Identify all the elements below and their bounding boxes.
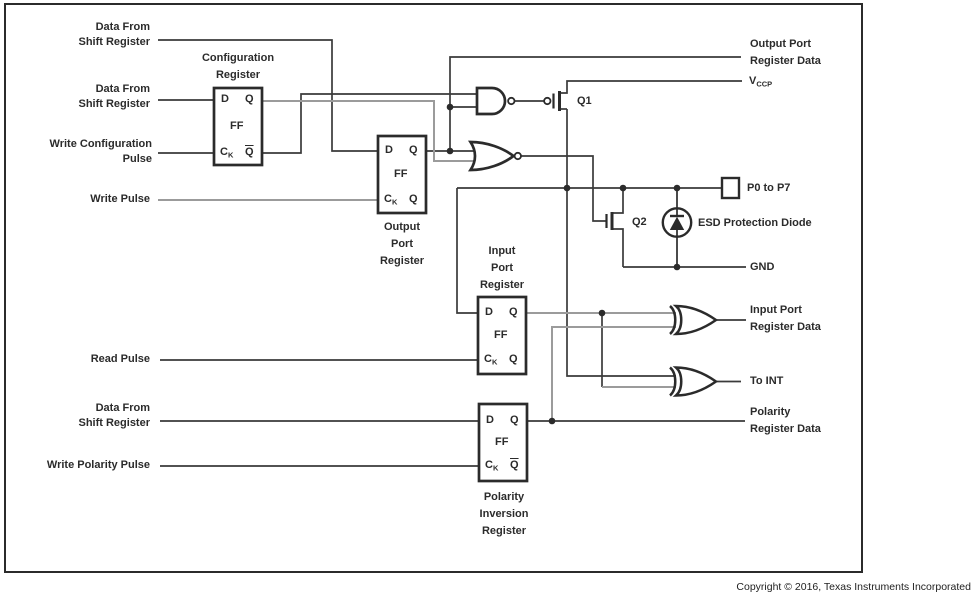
title-input-port-register: Input Port Register — [479, 245, 525, 291]
label-read-pulse: Read Pulse — [90, 353, 150, 365]
output-ff-pin-q2: Q — [409, 193, 418, 205]
output-port-register-box — [376, 134, 428, 215]
config-ff-pin-qbar: Q — [245, 146, 254, 158]
xor-gate-input-data-icon — [669, 304, 719, 336]
polarity-ff-label: FF — [495, 436, 509, 448]
polarity-inversion-register-box — [477, 402, 529, 483]
input-ff-pin-ck: CK — [484, 353, 498, 367]
configuration-register-box — [212, 86, 264, 167]
title-configuration-register: Configuration Register — [201, 52, 275, 81]
label-q1: Q1 — [577, 95, 592, 107]
label-write-polarity-pulse: Write Polarity Pulse — [46, 459, 150, 471]
nor-gate-icon — [467, 140, 522, 172]
copyright-text: Copyright © 2016, Texas Instruments Inco… — [736, 581, 971, 593]
input-ff-pin-d: D — [485, 306, 493, 318]
config-ff-pin-d: D — [221, 93, 229, 105]
wires-gray — [158, 100, 676, 421]
output-ff-pin-ck: CK — [384, 193, 398, 207]
input-ff-pin-q: Q — [509, 306, 518, 318]
pmos-q1-icon — [543, 91, 561, 111]
junction-dots — [446, 103, 681, 425]
label-p0-to-p7: P0 to P7 — [747, 182, 791, 194]
config-ff-label: FF — [230, 120, 244, 132]
config-ff-pin-q: Q — [245, 93, 254, 105]
label-write-pulse: Write Pulse — [90, 193, 150, 205]
label-data-from-shift-register-3: Data From Shift Register — [78, 402, 150, 429]
input-ff-label: FF — [494, 329, 508, 341]
label-data-from-shift-register-2: Data From Shift Register — [78, 83, 150, 110]
polarity-ff-pin-qbar: Q — [510, 459, 519, 471]
label-data-from-shift-register-1: Data From Shift Register — [78, 21, 150, 48]
pad-box-icon — [720, 176, 741, 200]
title-output-port-register: Output Port Register — [379, 221, 425, 267]
polarity-ff-pin-ck: CK — [485, 459, 499, 473]
label-output-port-register-data: Output Port Register Data — [750, 38, 821, 67]
xor-gate-int-icon — [669, 366, 719, 397]
title-polarity-inversion-register: Polarity Inversion Register — [479, 491, 529, 537]
esd-diode-icon — [661, 188, 693, 267]
polarity-ff-pin-d: D — [486, 414, 494, 426]
label-vccp: VCCP — [749, 75, 773, 89]
output-ff-pin-d: D — [385, 144, 393, 156]
polarity-ff-pin-q: Q — [510, 414, 519, 426]
output-ff-pin-q: Q — [409, 144, 418, 156]
label-to-int: To INT — [750, 375, 784, 387]
label-input-port-register-data: Input Port Register Data — [750, 304, 821, 333]
label-q2: Q2 — [632, 216, 647, 228]
label-write-configuration-pulse: Write Configuration Pulse — [49, 138, 152, 165]
label-esd-protection-diode: ESD Protection Diode — [698, 217, 812, 229]
label-gnd: GND — [750, 261, 775, 273]
output-ff-label: FF — [394, 168, 408, 180]
label-polarity-register-data: Polarity Register Data — [750, 406, 821, 435]
input-ff-pin-q2: Q — [509, 353, 518, 365]
input-port-register-box — [476, 295, 528, 376]
nmos-q2-icon — [605, 212, 614, 230]
diagram-frame — [4, 3, 863, 573]
nand-gate-icon — [475, 86, 516, 116]
wires-black — [158, 39, 746, 467]
config-ff-pin-ck: CK — [220, 146, 234, 160]
